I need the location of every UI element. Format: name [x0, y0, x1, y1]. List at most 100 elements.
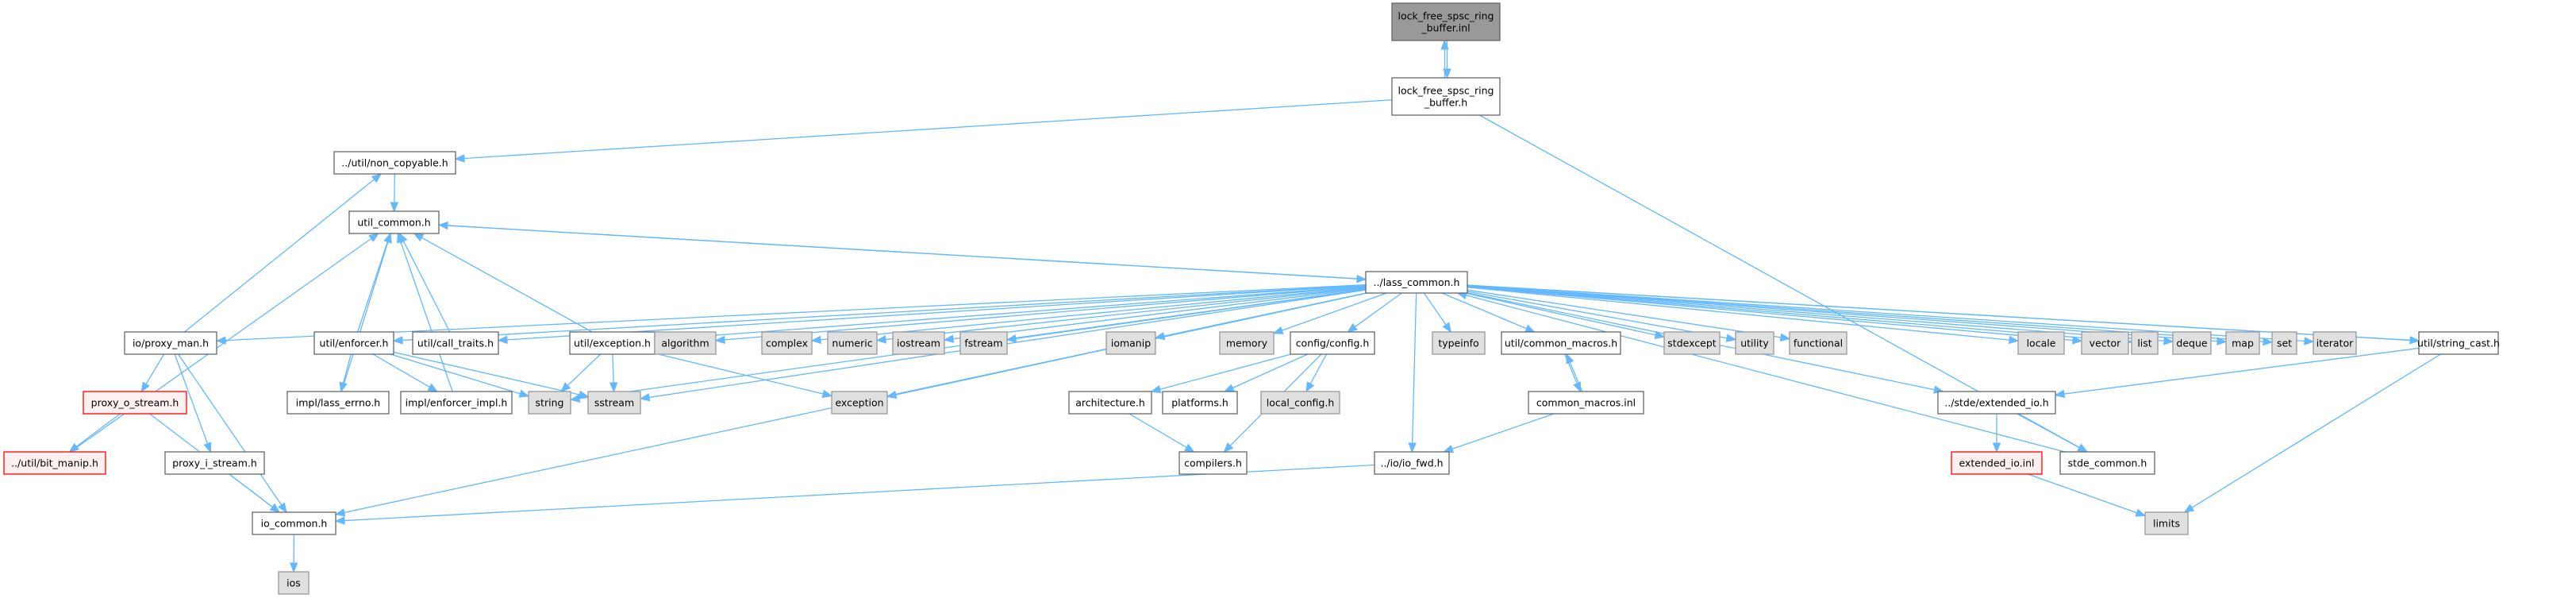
node-lasscommon[interactable]: ../lass_common.h — [1365, 271, 1468, 294]
node-label: ../stde/extended_io.h — [1944, 397, 2048, 409]
node-box — [2225, 331, 2260, 355]
node-label: local_config.h — [1267, 397, 1335, 409]
node-enforcer[interactable]: util/enforcer.h — [313, 331, 394, 355]
arrowhead-icon — [1573, 381, 1582, 393]
node-config[interactable]: config/config.h — [1290, 331, 1375, 355]
node-calltraits[interactable]: util/call_traits.h — [412, 331, 499, 355]
edge-lasscommon-to-proxyman — [225, 284, 1367, 341]
node-iocommon[interactable]: io_common.h — [252, 511, 336, 535]
arrowhead-icon — [1347, 323, 1358, 333]
node-box — [1432, 331, 1486, 355]
edge-commonmacrosinl-to-commonmacros — [1569, 361, 1583, 392]
node-deque: deque — [2172, 331, 2212, 355]
arrowhead-icon — [2072, 336, 2083, 345]
node-label: ../lass_common.h — [1374, 276, 1460, 288]
node-label: ios — [286, 577, 301, 589]
node-iterator: iterator — [2313, 331, 2357, 355]
node-enforcerimpl[interactable]: impl/enforcer_impl.h — [400, 391, 513, 415]
edge-lasscommon-to-complex — [820, 287, 1367, 341]
node-proxyman[interactable]: io/proxy_man.h — [124, 331, 217, 355]
node-box — [286, 391, 390, 415]
node-label: ../util/non_copyable.h — [341, 157, 448, 169]
node-label: util/enforcer.h — [320, 338, 389, 349]
node-label: stde_common.h — [2068, 457, 2147, 469]
edge-proxyman-to-proxyi — [174, 353, 209, 444]
arrowhead-icon — [269, 503, 281, 513]
node-stringcast[interactable]: util/string_cast.h — [2417, 331, 2500, 355]
node-label: deque — [2176, 338, 2207, 349]
arrowhead-icon — [1725, 334, 1737, 342]
node-ringh[interactable]: lock_free_spsc_ring_buffer.h — [1391, 77, 1501, 116]
arrowhead-icon — [392, 336, 403, 345]
arrowhead-icon — [943, 334, 955, 343]
edge-enforcer-to-enforcerimpl — [372, 353, 430, 388]
edge-lasscommon-to-list — [1467, 286, 2124, 342]
node-box — [1391, 77, 1501, 116]
node-platforms[interactable]: platforms.h — [1162, 391, 1238, 415]
edge-lasscommon-to-iofwd — [1412, 292, 1417, 444]
arrowhead-icon — [714, 335, 725, 345]
node-bitmanip[interactable]: ../util/bit_manip.h — [3, 451, 106, 475]
node-exceptionh[interactable]: util/exception.h — [569, 331, 656, 355]
edge-lasscommon-to-config — [1354, 292, 1402, 328]
node-box — [2144, 511, 2189, 535]
node-box — [400, 391, 513, 415]
edge-proxyman-to-proxyo — [145, 353, 165, 384]
edge-lasscommon-to-functional — [1467, 289, 1782, 338]
node-iofwd[interactable]: ../io/io_fwd.h — [1374, 451, 1450, 475]
node-commonmacros[interactable]: util/common_macros.h — [1501, 331, 1621, 355]
node-box — [1528, 391, 1644, 415]
arrowhead-icon — [1223, 384, 1235, 392]
edge-exceptionh-to-string — [567, 353, 602, 386]
node-utility: utility — [1735, 331, 1774, 355]
node-architecture[interactable]: architecture.h — [1068, 391, 1152, 415]
node-box — [2172, 331, 2212, 355]
node-proxyo[interactable]: proxy_o_stream.h — [83, 391, 187, 415]
node-stdecommon[interactable]: stde_common.h — [2059, 451, 2155, 475]
node-extendedio[interactable]: ../stde/extended_io.h — [1937, 391, 2056, 415]
node-box — [1162, 391, 1238, 415]
node-compilers[interactable]: compilers.h — [1178, 451, 1248, 475]
node-box — [1260, 391, 1340, 415]
node-label: limits — [2153, 518, 2180, 530]
node-extendediol[interactable]: extended_io.inl — [1951, 451, 2043, 475]
node-utilcommon[interactable]: util_common.h — [348, 210, 440, 234]
node-box — [2017, 331, 2065, 355]
node-label: functional — [1794, 338, 1843, 349]
node-stdexcept: stdexcept — [1663, 331, 1721, 355]
edge-enforcerimpl-to-utilcommon — [400, 241, 453, 392]
edge-enforcer-to-string — [390, 353, 521, 395]
node-box — [1374, 451, 1450, 475]
node-label: lock_free_spsc_ring — [1398, 85, 1494, 97]
edge-lasscommon-to-locale — [1467, 287, 2010, 341]
node-label: util_common.h — [357, 217, 430, 229]
node-box — [2081, 331, 2129, 355]
node-fstream: fstream — [959, 331, 1008, 355]
node-label: iomanip — [1111, 338, 1151, 349]
arrowhead-icon — [215, 336, 226, 345]
node-label: typeinfo — [1438, 338, 1478, 349]
node-box — [278, 571, 310, 595]
arrowhead-icon — [1442, 322, 1452, 334]
edge-config-to-platforms — [1232, 353, 1309, 389]
node-box — [892, 331, 945, 355]
arrowhead-icon — [383, 232, 392, 244]
node-root[interactable]: lock_free_spsc_ring_buffer.inl — [1391, 2, 1501, 41]
arrowhead-icon — [1992, 442, 2001, 453]
node-proxyi[interactable]: proxy_i_stream.h — [164, 451, 265, 475]
arrowhead-icon — [2217, 337, 2228, 345]
edge-ringh-to-noncopy — [463, 99, 1393, 160]
node-commonmacrosinl[interactable]: common_macros.inl — [1528, 391, 1644, 415]
arrowhead-icon — [2183, 503, 2195, 513]
node-label: complex — [766, 338, 808, 349]
edge-architecture-to-compilers — [1128, 413, 1187, 448]
node-label: platforms.h — [1171, 397, 1228, 409]
node-lasserrno[interactable]: impl/lass_errno.h — [286, 391, 390, 415]
node-label: _buffer.h — [1424, 97, 1467, 109]
node-noncopy[interactable]: ../util/non_copyable.h — [333, 151, 456, 175]
node-vector: vector — [2081, 331, 2129, 355]
node-box — [313, 331, 394, 355]
arrowhead-icon — [560, 382, 571, 392]
arrowhead-icon — [1524, 324, 1536, 333]
node-label: map — [2232, 338, 2254, 349]
